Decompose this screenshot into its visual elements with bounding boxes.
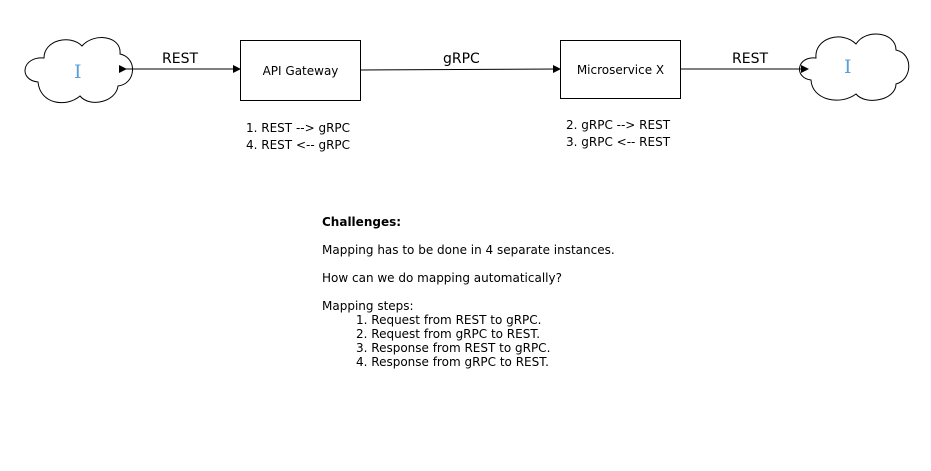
mapping-step: 3. Response from REST to gRPC. [356,341,551,355]
api-gateway-node: API Gateway [240,40,361,101]
gateway-note-2: 4. REST <-- gRPC [246,138,351,152]
challenges-title: Challenges: [322,215,402,229]
left-rest-label: REST [162,51,199,67]
right-rest-label: REST [732,51,769,67]
mapping-step: 1. Request from REST to gRPC. [356,313,542,327]
middle-grpc-arrow [353,65,561,75]
challenges-line-2: How can we do mapping automatically? [322,271,562,285]
microservice-x-node: Microservice X [560,40,681,99]
mapping-step: 4. Response from gRPC to REST. [356,355,549,369]
api-gateway-label: API Gateway [262,63,339,78]
right-cloud-glyph: I [844,56,852,78]
left-cloud-glyph: I [74,61,82,83]
right-cloud-icon [799,33,910,101]
mapping-step: 2. Request from gRPC to REST. [356,327,541,341]
microservice-notes: 2. gRPC --> REST 3. gRPC <-- REST [566,117,670,151]
challenges-line-1: Mapping has to be done in 4 separate ins… [322,243,615,257]
mapping-steps-title: Mapping steps: [322,299,414,313]
microservice-note-2: 3. gRPC <-- REST [566,135,671,149]
middle-grpc-label: gRPC [443,51,480,67]
challenges-section: Challenges: Mapping has to be done in 4 … [322,215,615,369]
microservice-x-label: Microservice X [576,62,665,77]
gateway-note-1: 1. REST --> gRPC [246,121,351,135]
microservice-note-1: 2. gRPC --> REST [566,118,671,132]
gateway-notes: 1. REST --> gRPC 4. REST <-- gRPC [246,120,350,154]
left-cloud-icon [24,37,133,104]
